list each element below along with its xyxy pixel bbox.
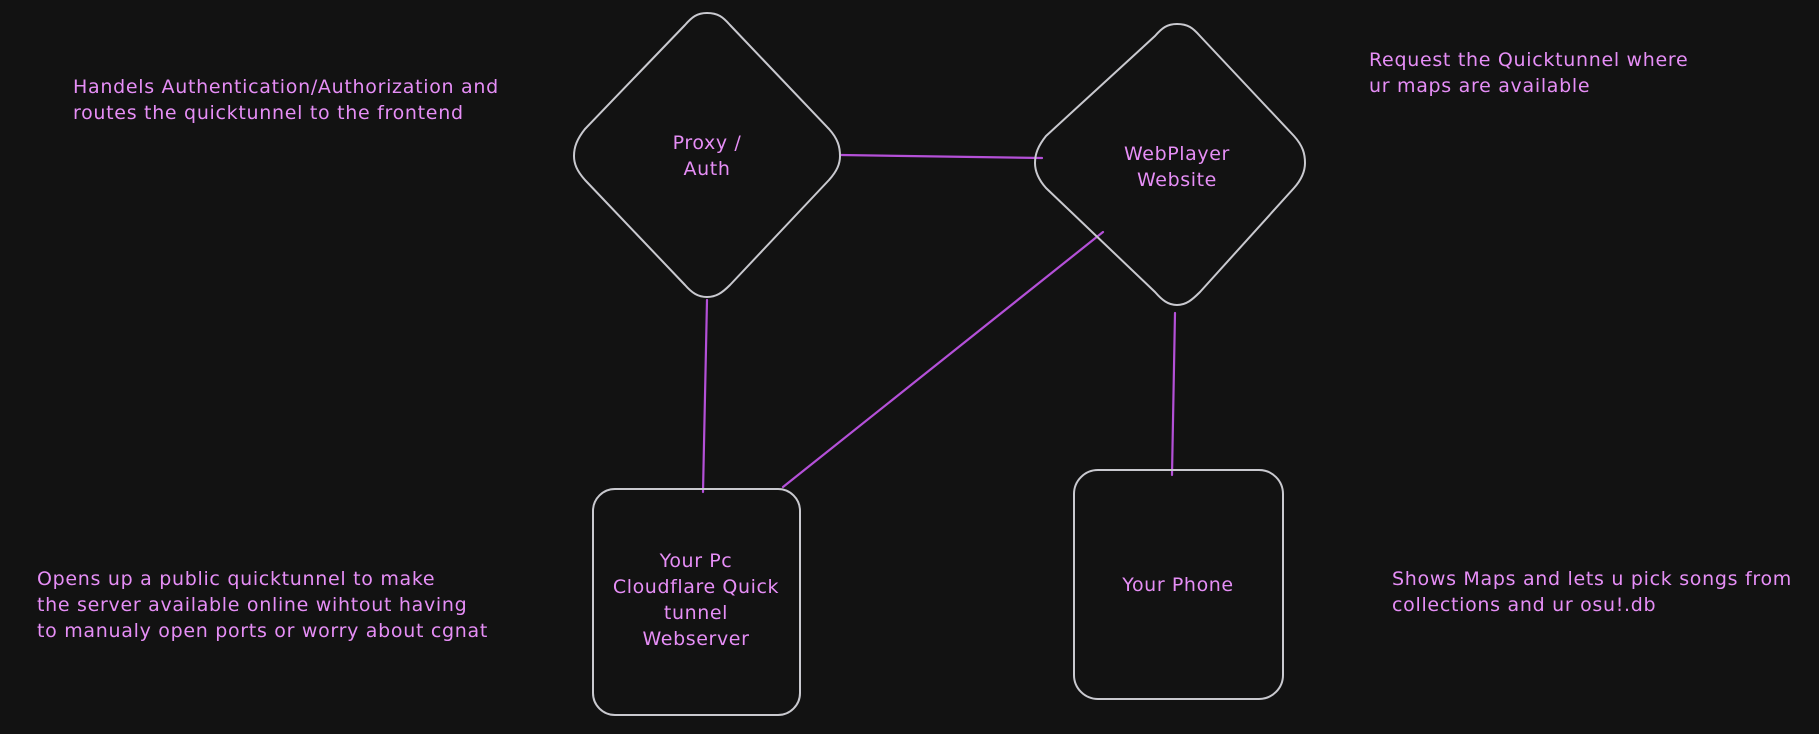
node-shape-your-pc[interactable]: [592, 488, 801, 716]
node-shape-webplayer-website[interactable]: [1034, 23, 1306, 306]
edge-proxy-auth-to-your-pc: [701, 298, 709, 494]
annotation-your-pc-note: Opens up a public quicktunnel to make th…: [37, 568, 489, 642]
node-shape-group: [573, 12, 1306, 716]
node-shape-proxy-auth[interactable]: [573, 12, 841, 298]
node-shape-your-phone[interactable]: [1073, 469, 1284, 700]
edge-group: [701, 153, 1177, 494]
edge-webplayer-website-to-your-pc: [781, 230, 1105, 489]
edge-proxy-auth-to-webplayer-website: [839, 153, 1044, 160]
edge-webplayer-website-to-your-phone: [1170, 311, 1177, 477]
annotation-your-phone-note: Shows Maps and lets u pick songs from co…: [1392, 568, 1792, 616]
annotation-webplayer-note: Request the Quicktunnel where ur maps ar…: [1369, 49, 1689, 97]
annotation-proxy-auth-note: Handels Authentication/Authorization and…: [73, 76, 499, 124]
